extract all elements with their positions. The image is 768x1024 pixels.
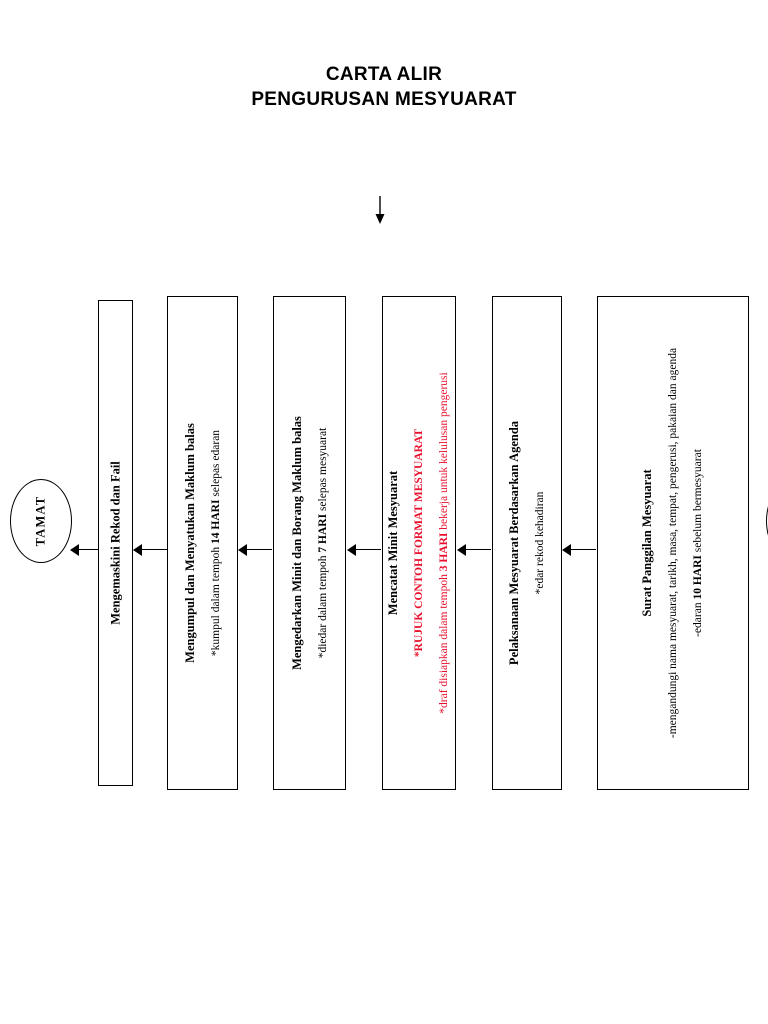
- flow-box-mengemaskini-rekod-text: Mengemaskini Rekod dan Fail: [107, 461, 124, 625]
- page-title: CARTA ALIR PENGURUSAN MESYUARAT: [0, 62, 768, 112]
- flow-box-mengumpul-maklum-balas-header: Mengumpul dan Menyatukan Maklum balas: [182, 423, 197, 663]
- emphasis-3-hari: 3 HARI: [438, 532, 451, 572]
- flow-box-mencatat-minit-text: Mencatat Minit Mesyuarat *RUJUK CONTOH F…: [385, 372, 453, 713]
- flow-box-pelaksanaan-mesyuarat-text: Pelaksanaan Mesyuarat Berdasarkan Agenda…: [506, 421, 548, 665]
- arrow-left-icon-1: [562, 544, 596, 556]
- flow-box-mengemaskini-rekod-header: Mengemaskini Rekod dan Fail: [108, 461, 123, 625]
- flow-box-mencatat-minit-line-1: *RUJUK CONTOH FORMAT MESYUARAT: [412, 428, 425, 658]
- flow-box-surat-panggilan-text: Surat Panggilan Mesyuarat -mengandungi n…: [639, 348, 707, 738]
- flow-box-mengumpul-maklum-balas-line-1: *kumpul dalam tempoh 14 HARI selepas eda…: [209, 429, 222, 657]
- flow-box-mengedarkan-minit-text: Mengedarkan Minit dan Borang Maklum bala…: [288, 416, 330, 670]
- emphasis-14-hari: 14 HARI: [209, 499, 222, 544]
- flow-box-mengumpul-maklum-balas[interactable]: Mengumpul dan Menyatukan Maklum balas *k…: [167, 296, 238, 790]
- flow-box-mengemaskini-rekod[interactable]: Mengemaskini Rekod dan Fail: [98, 300, 133, 786]
- flow-box-pelaksanaan-mesyuarat-line-1: *edar rekod kehadiran: [533, 491, 546, 595]
- arrow-left-icon-5: [133, 544, 167, 556]
- flow-box-mengedarkan-minit-line-1: *diedar dalam tempoh 7 HARI selepas mesy…: [316, 427, 329, 659]
- flow-box-surat-panggilan-line-1: -mengandungi nama mesyuarat, tarikh, mas…: [666, 347, 679, 739]
- flow-terminator-tamat-text: TAMAT: [33, 496, 50, 547]
- flow-box-pelaksanaan-mesyuarat-header: Pelaksanaan Mesyuarat Berdasarkan Agenda: [506, 420, 521, 666]
- flow-box-surat-panggilan[interactable]: Surat Panggilan Mesyuarat -mengandungi n…: [597, 296, 749, 790]
- emphasis-7-hari: 7 HARI: [316, 513, 329, 553]
- page-title-line-1: CARTA ALIR: [325, 64, 443, 85]
- flow-box-mencatat-minit-header: Mencatat Minit Mesyuarat: [386, 470, 401, 616]
- arrow-left-icon-2: [457, 544, 491, 556]
- flow-box-surat-panggilan-header: Surat Panggilan Mesyuarat: [640, 469, 655, 617]
- flow-box-mencatat-minit-line-2: *draf disiapkan dalam tempoh 3 HARI beke…: [438, 372, 451, 714]
- arrow-down-icon: [375, 196, 385, 224]
- flow-box-mengumpul-maklum-balas-text: Mengumpul dan Menyatukan Maklum balas *k…: [181, 423, 223, 663]
- flow-box-mencatat-minit[interactable]: Mencatat Minit Mesyuarat *RUJUK CONTOH F…: [382, 296, 456, 790]
- arrow-left-icon-3: [347, 544, 381, 556]
- flow-box-mengedarkan-minit-header: Mengedarkan Minit dan Borang Maklum bala…: [289, 416, 304, 670]
- arrow-left-icon-6: [70, 544, 98, 556]
- flow-box-pelaksanaan-mesyuarat[interactable]: Pelaksanaan Mesyuarat Berdasarkan Agenda…: [492, 296, 562, 790]
- flow-terminator-tamat-label: TAMAT: [33, 495, 48, 547]
- flow-box-mengedarkan-minit[interactable]: Mengedarkan Minit dan Borang Maklum bala…: [273, 296, 346, 790]
- flow-box-surat-panggilan-line-2: -edaran 10 HARI sebelum bermesyuarat: [692, 449, 705, 637]
- arrow-left-icon-4: [238, 544, 272, 556]
- page-title-line-2: PENGURUSAN MESYUARAT: [251, 89, 517, 110]
- flow-terminator-tamat[interactable]: TAMAT: [10, 479, 72, 563]
- emphasis-10-hari: 10 HARI: [692, 555, 705, 600]
